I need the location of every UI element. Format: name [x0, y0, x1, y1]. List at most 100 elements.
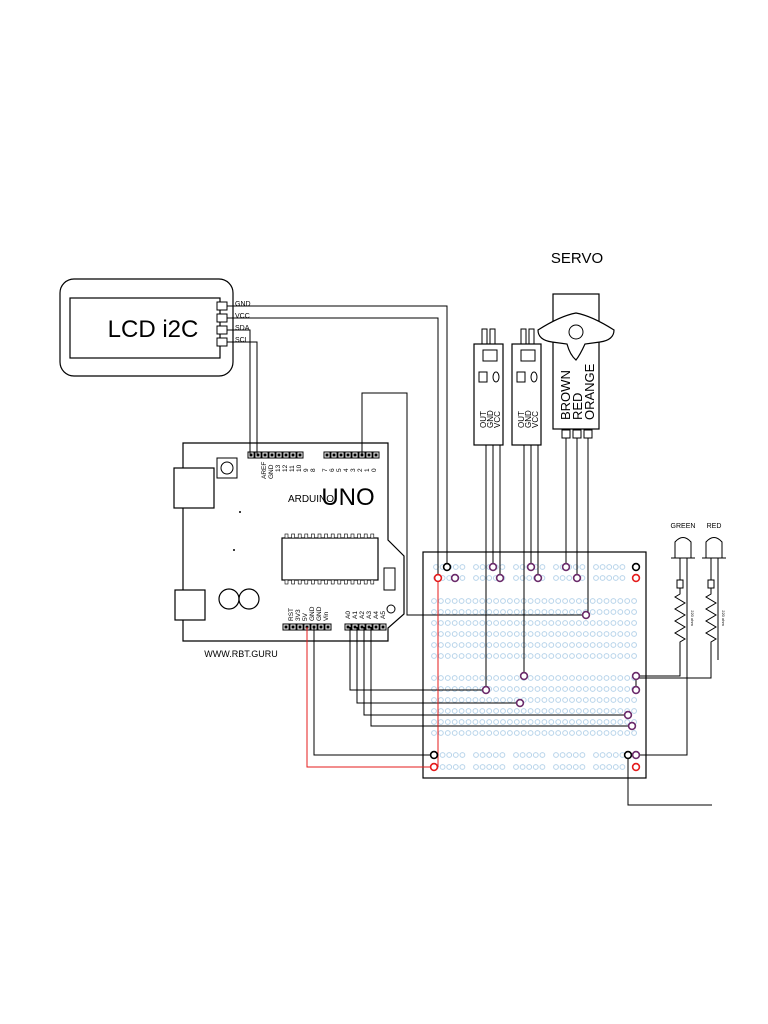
breadboard-hole — [451, 675, 458, 681]
breadboard-hole — [599, 575, 606, 581]
breadboard-hole — [610, 631, 617, 637]
connection-node — [561, 562, 571, 572]
lcd-pin-scl: SCL — [235, 337, 249, 344]
breadboard-hole — [493, 631, 500, 637]
header-pin-hole — [326, 625, 330, 629]
breadboard-hole — [596, 708, 603, 714]
breadboard-hole — [612, 575, 619, 581]
breadboard-hole — [452, 752, 459, 758]
breadboard-hole — [479, 697, 486, 703]
pin-label-6: 6 — [329, 468, 336, 472]
breadboard-hole — [572, 764, 579, 770]
breadboard-hole — [619, 564, 626, 570]
breadboard-hole — [527, 642, 534, 648]
breadboard-hole — [431, 686, 437, 692]
breadboard-hole — [513, 752, 519, 758]
breadboard-hole — [631, 620, 637, 626]
breadboard-hole — [526, 575, 533, 581]
breadboard-hole — [612, 764, 619, 770]
arduino-model: UNO — [321, 484, 374, 511]
breadboard-hole — [451, 598, 458, 604]
reset-button — [220, 461, 234, 475]
breadboard-hole — [451, 620, 458, 626]
breadboard-hole — [431, 675, 437, 681]
pin-label-a2: A2 — [359, 611, 366, 619]
header-pin-hole — [346, 625, 350, 629]
breadboard-hole — [500, 598, 506, 604]
breadboard-hole — [465, 730, 472, 736]
breadboard-hole — [499, 764, 506, 770]
breadboard-hole — [431, 620, 437, 626]
breadboard-hole — [431, 708, 437, 714]
connection-node — [495, 573, 505, 583]
breadboard-hole — [500, 686, 506, 692]
breadboard-hole — [569, 642, 575, 648]
chip-pin — [344, 533, 348, 539]
breadboard-hole — [479, 708, 486, 714]
breadboard-hole — [624, 609, 631, 615]
breadboard-hole — [555, 631, 562, 637]
breadboard-hole — [507, 631, 513, 637]
breadboard-hole — [465, 620, 472, 626]
connection-node — [623, 750, 633, 760]
breadboard-hole — [465, 675, 472, 681]
pin-label-9: 9 — [303, 468, 310, 472]
breadboard-hole — [472, 686, 479, 692]
breadboard-hole — [566, 764, 573, 770]
breadboard-hole — [513, 575, 519, 581]
breadboard-hole — [492, 764, 499, 770]
chip-pin — [330, 579, 335, 585]
breadboard-hole — [553, 764, 559, 770]
breadboard-hole — [555, 708, 562, 714]
breadboard-hole — [431, 730, 437, 736]
breadboard-hole — [603, 642, 610, 648]
connection-node — [429, 750, 439, 760]
breadboard-hole — [451, 697, 458, 703]
breadboard-hole — [596, 653, 603, 659]
breadboard-hole — [444, 708, 451, 714]
breadboard-hole — [582, 686, 589, 692]
chip-pin — [324, 579, 328, 585]
led-green: GREEN 220 ohm — [671, 523, 696, 650]
breadboard-hole — [576, 609, 582, 615]
breadboard-hole — [472, 697, 479, 703]
pin-label-a3: A3 — [366, 611, 373, 619]
breadboard-hole — [458, 708, 465, 714]
breadboard-hole — [548, 642, 555, 648]
pin-label-gnd-1: GND — [309, 606, 316, 621]
connection-node — [631, 762, 641, 772]
pin-label-rst: RST — [288, 608, 295, 621]
header-pin-hole — [346, 453, 350, 457]
chip-pin — [357, 579, 361, 585]
breadboard-hole — [562, 675, 568, 681]
pin-label-5: 5 — [336, 468, 343, 472]
breadboard-hole — [431, 697, 437, 703]
breadboard-hole — [548, 697, 555, 703]
breadboard-hole — [444, 686, 451, 692]
led-red: RED 220 ohm — [702, 523, 726, 650]
breadboard-hole — [562, 598, 568, 604]
breadboard-hole — [593, 575, 599, 581]
chip-pin — [350, 579, 355, 585]
header-pin-hole — [319, 625, 323, 629]
breadboard-hole — [486, 730, 493, 736]
breadboard-hole — [619, 575, 626, 581]
breadboard-hole — [603, 730, 610, 736]
breadboard-hole — [534, 598, 541, 604]
breadboard-hole — [541, 708, 548, 714]
wire-lcd-vcc — [227, 317, 439, 578]
led-red-label: RED — [707, 523, 722, 530]
power-jack — [174, 589, 206, 621]
breadboard-hole — [444, 631, 451, 637]
breadboard-hole — [610, 653, 617, 659]
chip-pin — [304, 533, 309, 539]
breadboard-hole — [479, 675, 486, 681]
connection-node — [631, 750, 641, 760]
led-green-label: GREEN — [671, 523, 696, 530]
breadboard-hole — [513, 564, 519, 570]
breadboard-hole — [507, 697, 513, 703]
breadboard-hole — [507, 653, 513, 659]
breadboard-hole — [624, 653, 631, 659]
breadboard-hole — [559, 752, 566, 758]
wire-lcd-gnd — [227, 305, 448, 567]
